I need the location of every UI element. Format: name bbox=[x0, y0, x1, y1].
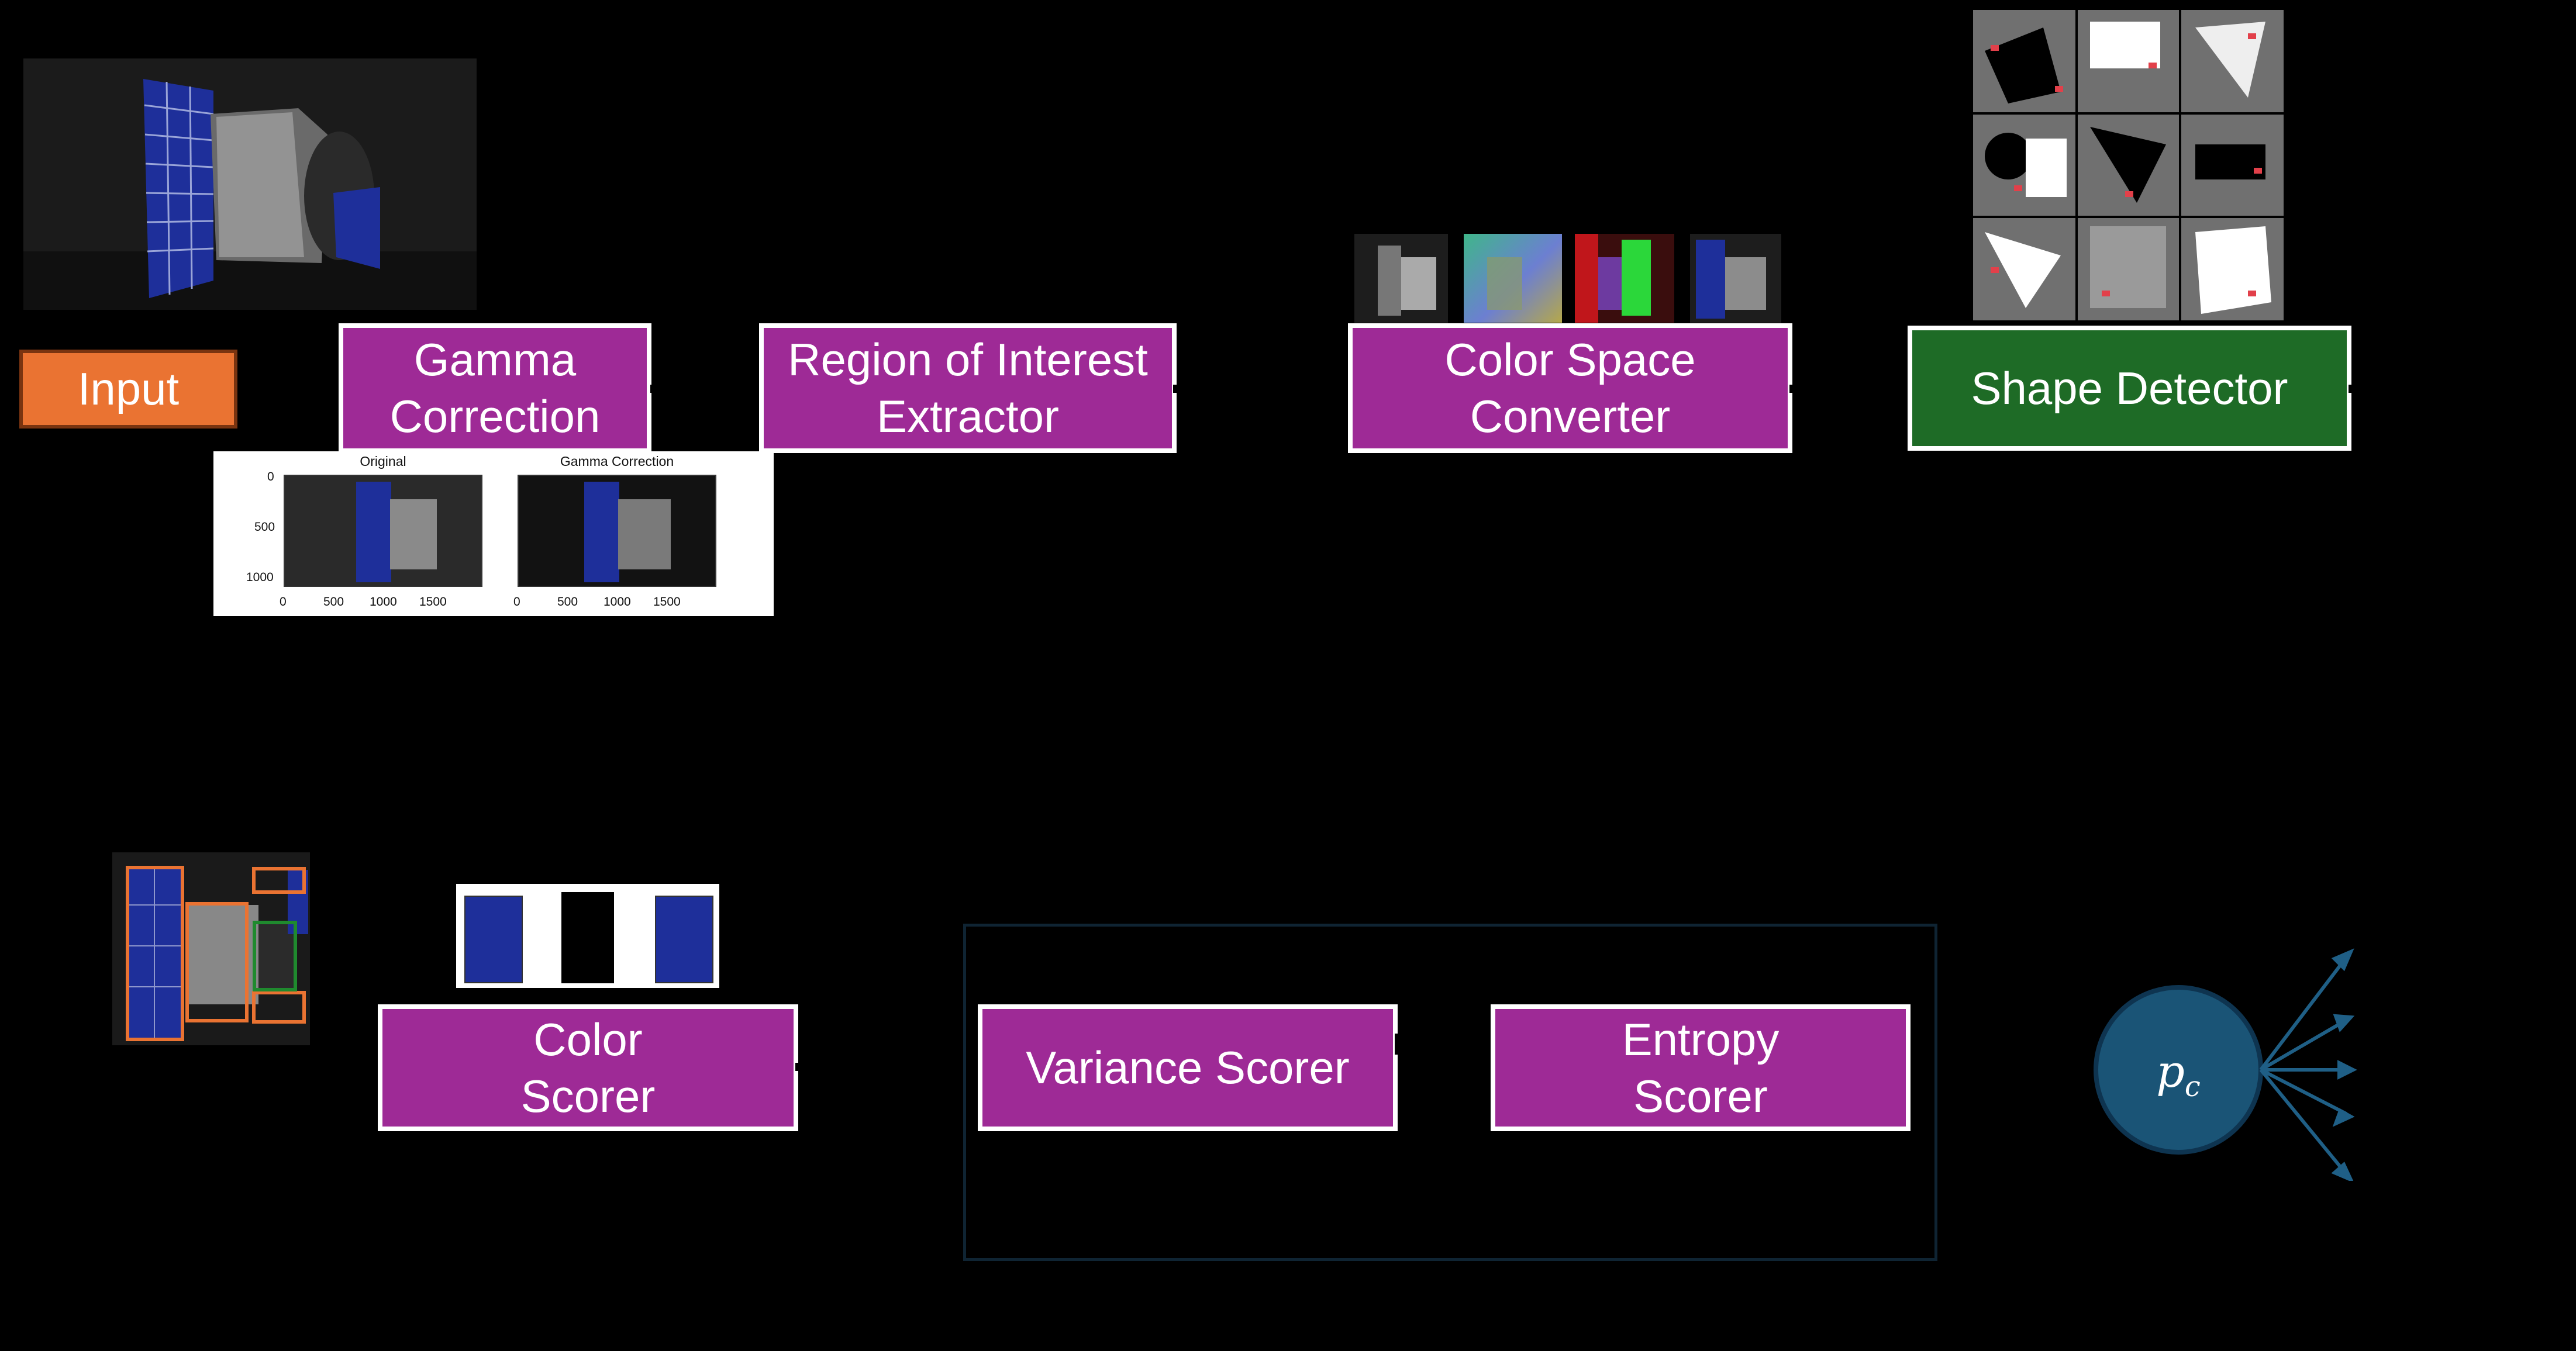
colorspace-connector-stub bbox=[1789, 385, 1798, 393]
satellite-photo-icon bbox=[23, 58, 477, 310]
p2-xtick-0: 0 bbox=[513, 595, 520, 609]
variance-scorer-box: Variance Scorer bbox=[978, 1004, 1398, 1131]
p1-xtick-0: 0 bbox=[280, 595, 287, 609]
gamma-correction-box: Gamma Correction bbox=[339, 323, 651, 453]
p2-xtick-500: 500 bbox=[557, 595, 578, 609]
p1-ytick-0: 0 bbox=[267, 470, 274, 483]
variance-connector-stub bbox=[1395, 1034, 1403, 1055]
panel2-title: Gamma Correction bbox=[560, 454, 674, 469]
roi-extractor-box: Region of Interest Extractor bbox=[759, 323, 1177, 453]
p2-xtick-1500: 1500 bbox=[653, 595, 681, 609]
colorscorer-connector-stub bbox=[795, 1063, 804, 1071]
shape-connector-stub bbox=[2349, 385, 2357, 393]
probability-node-label: pc bbox=[2096, 1042, 2260, 1104]
color-scorer-box: Color Scorer bbox=[378, 1004, 798, 1131]
p1-xtick-1000: 1000 bbox=[370, 595, 397, 609]
roi-connector-stub bbox=[1173, 385, 1181, 393]
probability-symbol: p bbox=[2156, 1045, 2185, 1097]
false-color-thumb-icon bbox=[1575, 234, 1674, 323]
color-space-converter-box: Color Space Converter bbox=[1348, 323, 1792, 453]
grayscale-thumb-icon bbox=[1354, 234, 1448, 323]
entropy-scorer-box: Entropy Scorer bbox=[1491, 1004, 1911, 1131]
probability-output-graph bbox=[2094, 948, 2357, 1181]
probability-subscript: c bbox=[2184, 1070, 2201, 1104]
p1-xtick-1500: 1500 bbox=[419, 595, 447, 609]
rgb-thumb-icon bbox=[1690, 234, 1781, 323]
color-mask-thumbs-icon bbox=[456, 884, 719, 988]
gamma-comparison-plot: Original Gamma Correction 0 500 1000 0 5… bbox=[213, 451, 774, 616]
panel1-image bbox=[284, 475, 482, 587]
input-box: Input bbox=[19, 350, 237, 429]
p1-ytick-1000: 1000 bbox=[246, 571, 274, 584]
input-satellite-image bbox=[23, 58, 477, 310]
panel1-title: Original bbox=[360, 454, 406, 469]
panel2-image bbox=[518, 475, 716, 587]
synthetic-shapes-grid-icon bbox=[1973, 10, 2284, 320]
p2-xtick-1000: 1000 bbox=[604, 595, 631, 609]
shape-detector-box: Shape Detector bbox=[1908, 326, 2351, 451]
p1-ytick-500: 500 bbox=[254, 520, 275, 534]
gamma-connector-stub bbox=[650, 385, 658, 393]
satellite-detections-icon bbox=[112, 852, 310, 1045]
p1-xtick-500: 500 bbox=[323, 595, 344, 609]
hsv-thumb-icon bbox=[1464, 234, 1562, 323]
scorer-group-frame bbox=[963, 924, 1937, 1261]
